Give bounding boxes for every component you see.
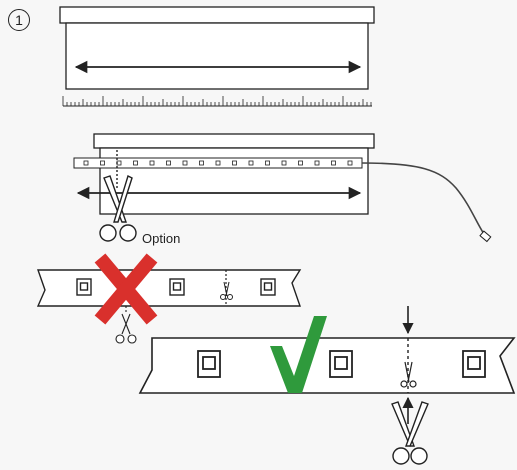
mounting-panel — [73, 133, 492, 243]
connector-icon — [479, 230, 492, 243]
step-number: 1 — [8, 9, 30, 31]
wrong-mark — [94, 253, 158, 325]
led-chip-icon — [182, 160, 188, 166]
wrong-strip — [36, 269, 302, 307]
ruler-icon — [62, 96, 372, 106]
led-chip-icon — [281, 160, 287, 166]
right-mark — [270, 316, 327, 393]
led-chip-icon — [215, 160, 221, 166]
led-chip-icon — [100, 160, 105, 166]
led-chip-icon — [166, 160, 171, 166]
led-chip-icon — [347, 160, 353, 166]
power-cable-icon — [361, 162, 485, 235]
led-chip-icon — [169, 278, 185, 296]
scissors-icon — [99, 175, 137, 242]
led-chip-icon — [298, 160, 303, 166]
led-chip-icon — [260, 278, 276, 296]
led-chip-icon — [76, 278, 92, 296]
led-chip-icon — [232, 160, 237, 166]
led-chip-icon — [133, 160, 138, 166]
led-chip-icon — [329, 350, 353, 378]
correct-cut-scissors-icon — [391, 401, 429, 465]
led-chip-icon — [149, 160, 155, 166]
wrong-cut-scissors-icon — [115, 306, 137, 344]
led-chip-icon — [314, 160, 320, 166]
led-chip-icon — [83, 160, 89, 166]
led-strip-icon — [73, 157, 363, 169]
led-chip-icon — [462, 350, 486, 378]
led-chip-icon — [197, 350, 221, 378]
led-chip-icon — [331, 160, 336, 166]
led-chip-icon — [248, 160, 254, 166]
led-chip-icon — [199, 160, 204, 166]
small-scissors-icon — [220, 281, 233, 300]
measuring-panel — [59, 6, 375, 107]
correct-strip — [138, 337, 516, 394]
option-label: Option — [142, 231, 181, 246]
led-chip-icon — [265, 160, 270, 166]
small-scissors-icon — [400, 361, 417, 388]
